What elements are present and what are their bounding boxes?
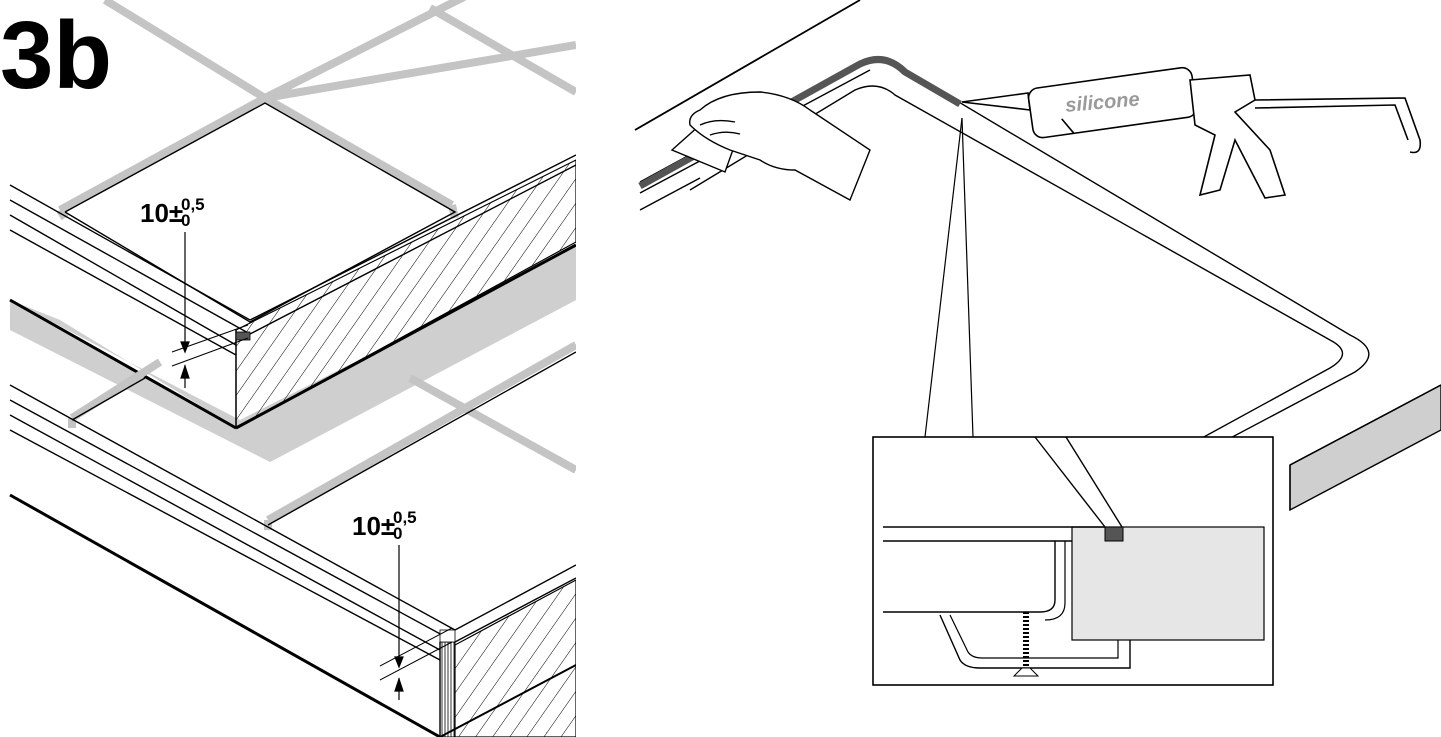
lower-dimension-arrows (379, 545, 453, 700)
inset-sealant-bead (1104, 526, 1124, 542)
inset-detail (872, 436, 1274, 686)
lower-edge-vertical-hatch (439, 641, 456, 737)
dimension-top-tol-upper: 0,5 (181, 195, 205, 214)
dimension-bottom-tol-lower: 0 (393, 524, 402, 543)
gun-handle (1189, 74, 1287, 199)
lower-sealant-bead (439, 629, 456, 643)
upper-countertop (9, 0, 576, 462)
upper-tile-joints (56, 0, 576, 221)
upper-dimension-arrows (171, 232, 249, 388)
dimension-label-top: 10± 0,5 0 (140, 195, 205, 230)
right-panel: silicone (634, 0, 1441, 686)
upper-sealant-bead (235, 331, 251, 341)
gun-nozzle (961, 92, 1031, 111)
inset-countertop-section (1071, 526, 1265, 641)
step-label: 3b (0, 2, 112, 109)
hand-with-spatula-icon (670, 91, 871, 201)
upper-gray-wedge (10, 245, 576, 462)
dimension-bottom-value: 10± (352, 511, 395, 541)
right-countertop (634, 0, 1441, 512)
countertop-front-band (1289, 384, 1441, 512)
lower-countertop (9, 341, 576, 737)
dimension-label-bottom: 10± 0,5 0 (352, 508, 417, 543)
dimension-top-value: 10± (140, 198, 183, 228)
callout-lines (924, 117, 974, 438)
silicone-bead (638, 56, 962, 190)
inset-clamp (939, 614, 1131, 669)
caulking-gun-icon: silicone (961, 66, 1422, 199)
lower-edge-hatch (454, 579, 576, 737)
gun-rod (1254, 97, 1422, 154)
left-panel: 3b 10± 0,5 0 10± 0,5 0 (0, 0, 576, 737)
dimension-top-tol-lower: 0 (181, 211, 190, 230)
dimension-bottom-tol-upper: 0,5 (393, 508, 417, 527)
